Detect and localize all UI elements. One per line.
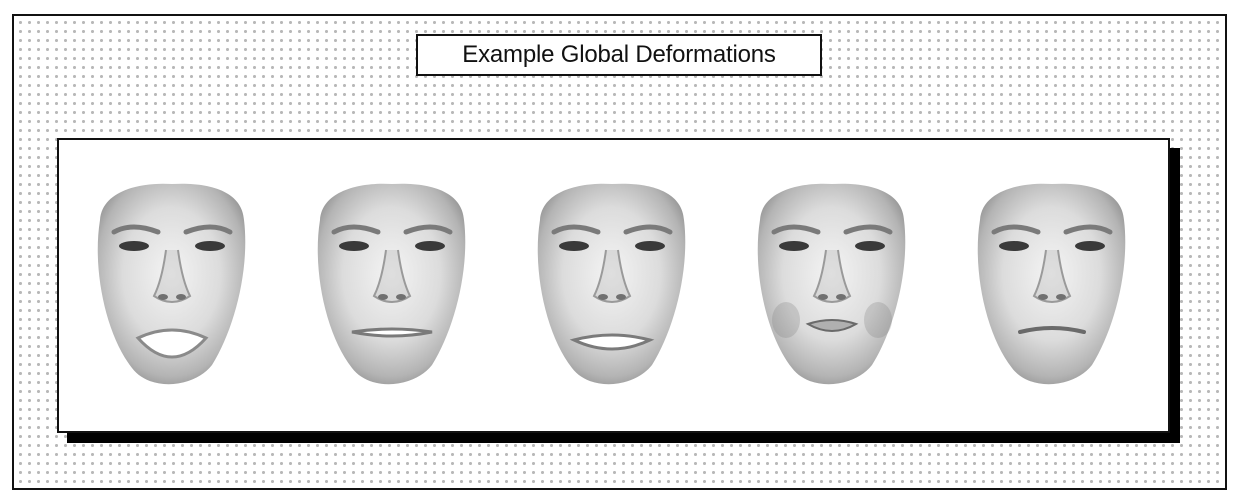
left-brow xyxy=(551,224,601,235)
left-nostril xyxy=(818,294,828,300)
right-brow xyxy=(183,224,233,235)
left-eye xyxy=(119,241,149,251)
right-cheek-shadow xyxy=(864,302,892,338)
nose xyxy=(592,249,632,303)
right-brow xyxy=(623,224,673,235)
nose xyxy=(372,249,412,303)
nose xyxy=(152,249,192,303)
face-shape xyxy=(97,183,246,385)
face-shape xyxy=(757,183,906,385)
mouth-open xyxy=(135,328,209,359)
right-eye xyxy=(635,241,665,251)
face-1 xyxy=(97,183,246,385)
left-eye xyxy=(779,241,809,251)
right-nostril xyxy=(616,294,626,300)
left-brow xyxy=(331,224,381,235)
mouth-smile xyxy=(569,333,655,351)
left-brow xyxy=(111,224,161,235)
face-shape xyxy=(977,183,1126,385)
left-eye xyxy=(559,241,589,251)
figure-title: Example Global Deformations xyxy=(416,34,822,76)
left-cheek-shadow xyxy=(772,302,800,338)
faces-illustration xyxy=(97,183,1126,385)
right-eye xyxy=(415,241,445,251)
right-nostril xyxy=(836,294,846,300)
nose xyxy=(812,249,852,303)
right-brow xyxy=(1063,224,1113,235)
left-nostril xyxy=(1038,294,1048,300)
face-3 xyxy=(537,183,686,385)
left-nostril xyxy=(598,294,608,300)
left-brow xyxy=(991,224,1041,235)
mouth-slight xyxy=(351,327,433,338)
right-brow xyxy=(843,224,893,235)
face-5 xyxy=(977,183,1126,385)
left-nostril xyxy=(158,294,168,300)
left-eye xyxy=(999,241,1029,251)
faces-panel xyxy=(57,138,1170,433)
right-nostril xyxy=(176,294,186,300)
right-eye xyxy=(855,241,885,251)
right-eye xyxy=(1075,241,1105,251)
face-4 xyxy=(757,183,906,385)
mouth-frown xyxy=(1018,326,1086,334)
right-brow xyxy=(403,224,453,235)
face-2 xyxy=(317,183,466,385)
right-eye xyxy=(195,241,225,251)
face-shape xyxy=(537,183,686,385)
right-nostril xyxy=(396,294,406,300)
right-nostril xyxy=(1056,294,1066,300)
nose xyxy=(1032,249,1072,303)
left-eye xyxy=(339,241,369,251)
mouth-pout xyxy=(805,319,859,332)
left-nostril xyxy=(378,294,388,300)
left-brow xyxy=(771,224,821,235)
